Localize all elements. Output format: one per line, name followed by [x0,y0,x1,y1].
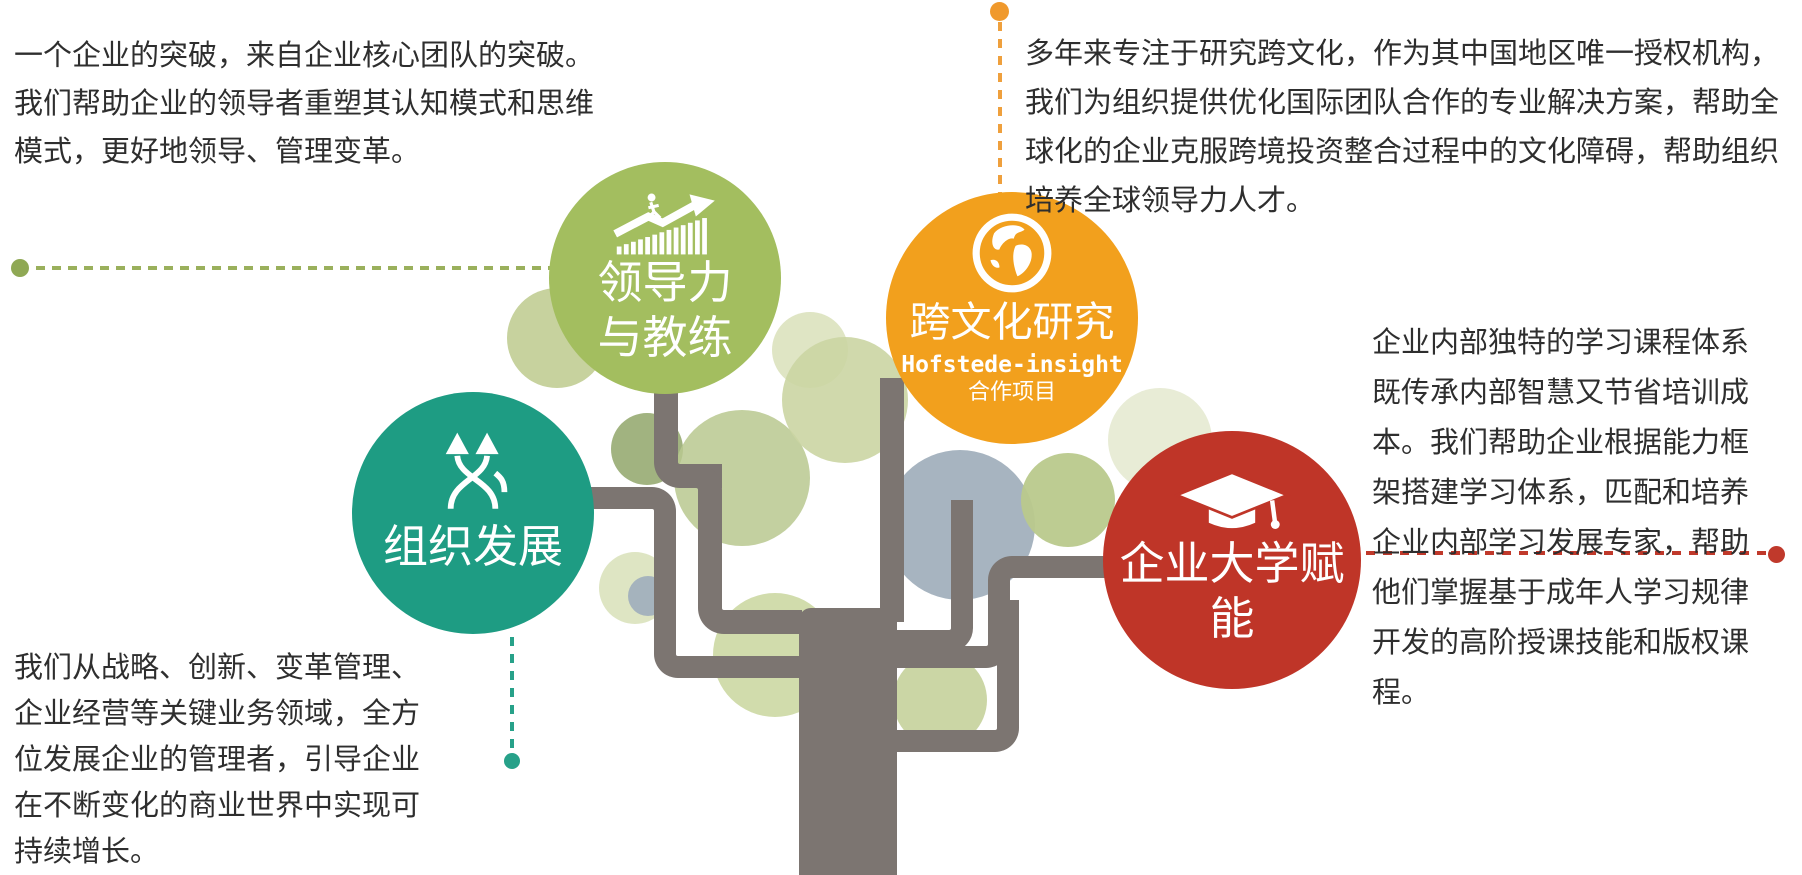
diverging-arrows-icon [445,432,508,509]
connector-line-green [36,266,550,270]
bubble-title-line1: 企业大学赋 [1119,537,1345,590]
growth-arrow-icon [613,193,715,255]
bubble-title-line2: 能 [1209,591,1255,645]
bubble-corporate-university: 企业大学赋 能 [1103,431,1361,689]
tree-trunk [799,608,897,875]
bubble-cross-cultural-research: 跨文化研究 Hofstede-insight 合作项目 [886,192,1138,444]
bubble-title-line1: 领导力 [597,256,733,309]
bubble-title-line2: 与教练 [597,310,733,364]
bubble-title: 跨文化研究 [909,298,1115,346]
connector-dot-teal [504,753,520,769]
paragraph-leadership-description: 一个企业的突破，来自企业核心团队的突破。我们帮助企业的领导者重塑其认知模式和思维… [14,40,595,168]
bubble-organization-development: 组织发展 [352,392,594,634]
graduation-cap-icon [1173,471,1291,529]
connector-line-red [1366,551,1768,555]
bubble-leadership-coaching: 领导力 与教练 [549,162,781,394]
paragraph-cross-cultural-description: 多年来专注于研究跨文化，作为其中国地区唯一授权机构，我们为组织提供优化国际团队合… [1025,38,1780,217]
globe-icon [972,213,1052,293]
tree-branch [698,504,722,600]
foliage-circle [1021,453,1115,547]
tree-branch [698,586,802,634]
bubble-subtitle-english: Hofstede-insight [901,352,1123,379]
bubble-title: 组织发展 [382,520,563,573]
connector-line-teal [510,637,514,749]
connector-dot-orange [990,2,1009,21]
connector-dot-red [1768,546,1785,563]
tree-branch [895,600,1019,752]
tree-branch [654,558,802,678]
bubble-subtitle-cn: 合作项目 [967,379,1056,405]
paragraph-organization-development-description: 我们从战略、创新、变革管理、企业经营等关键业务领域，全方位发展企业的管理者，引导… [14,652,421,868]
connector-line-orange [998,22,1002,194]
paragraph-corporate-university-description: 企业内部独特的学习课程体系既传承内部智慧又节省培训成本。我们帮助企业根据能力框架… [1372,327,1750,709]
connector-dot-green [11,259,29,277]
